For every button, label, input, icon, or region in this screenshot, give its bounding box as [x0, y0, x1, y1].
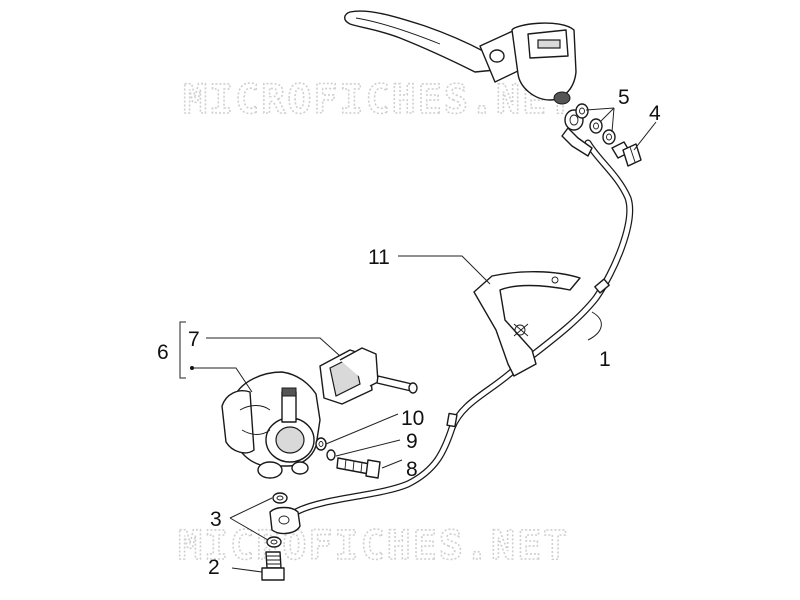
- watermark-bottom: MICROFICHES.NET: [178, 523, 569, 569]
- callout-1: 1: [599, 348, 611, 371]
- brake-lever-master-cylinder: [344, 10, 577, 105]
- washer-10: [315, 437, 327, 451]
- banjo-fitting-lower: [261, 492, 301, 581]
- caliper-bolt-washers: [315, 437, 381, 479]
- brake-caliper: [221, 371, 321, 479]
- callout-4: 4: [649, 102, 661, 125]
- hose-ferrule-upper: [594, 278, 610, 294]
- callout-3: 3: [210, 508, 222, 531]
- bolt-8-head: [365, 459, 381, 479]
- banjo-bolt-upper: [611, 141, 642, 167]
- leader-lines: [179, 107, 657, 573]
- washer-9: [326, 449, 336, 461]
- callout-2: 2: [208, 556, 220, 579]
- watermark-top: MICROFICHES.NET: [183, 77, 574, 123]
- callout-11: 11: [368, 246, 390, 269]
- brake-hose: [292, 139, 634, 516]
- copper-washers-upper: [575, 103, 616, 145]
- callout-7: 7: [188, 328, 200, 351]
- hose-bracket: [473, 271, 581, 377]
- pad-pin: [376, 375, 418, 394]
- hose-ferrule-lower: [446, 412, 458, 428]
- callout-9: 9: [406, 430, 418, 453]
- callout-5: 5: [618, 86, 630, 109]
- callout-8: 8: [406, 458, 418, 481]
- callout-labels: 1 2 3 4 5 6 7 8 9 10 11: [157, 86, 661, 579]
- brake-pads: [319, 347, 379, 405]
- banjo-fitting-upper: [561, 109, 593, 157]
- callout-6: 6: [157, 341, 169, 364]
- callout-10: 10: [401, 407, 424, 430]
